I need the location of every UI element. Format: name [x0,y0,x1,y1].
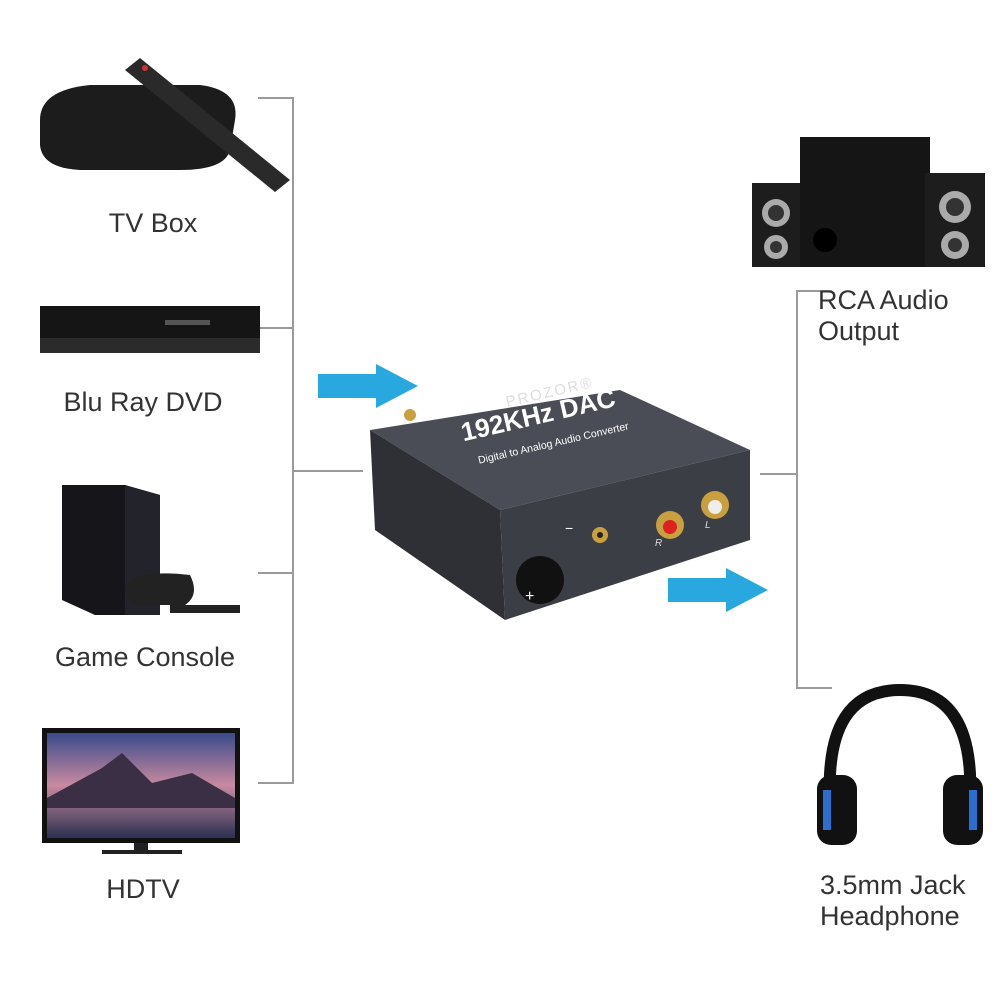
rca-output-line2: Output [818,316,900,346]
right-connector [760,473,797,475]
rca-output-line1: RCA Audio [818,285,949,315]
port-l-label: L [705,520,711,531]
right-bracket-tick [797,687,832,689]
left-bracket-tick [258,327,293,329]
right-bracket-vertical [796,290,798,689]
volume-minus-label: − [565,520,574,536]
source-label: TV Box [108,208,198,238]
dac-converter: PROZOR® 192KHz DAC Digital to Analog Aud… [370,370,760,620]
rca-output-label: RCA Audio Output [818,285,949,347]
hdtv-icon [42,728,240,854]
headphone-icon [817,683,983,845]
headphone-output-line1: 3.5mm Jack [820,870,966,900]
right-bracket-tick [797,290,832,292]
speakers-icon [752,137,985,267]
left-connector [293,470,363,472]
port-r-label: R [655,538,663,549]
left-bracket-tick [258,572,293,574]
volume-plus-label: + [525,588,535,605]
blu-ray-player-icon [40,306,260,353]
source-label: Game Console [54,642,236,672]
left-bracket-tick [258,782,293,784]
game-console-icon [62,485,240,615]
headphone-output-label: 3.5mm Jack Headphone [820,870,966,932]
headphone-output-line2: Headphone [820,901,960,931]
input-arrow-icon [318,364,418,408]
output-arrow-icon [668,568,768,612]
left-bracket-vertical [292,97,294,784]
left-bracket-tick [258,97,293,99]
tv-box-icon [40,58,290,192]
source-label: HDTV [106,874,180,904]
dac-body [370,390,750,620]
source-label: Blu Ray DVD [63,387,223,417]
